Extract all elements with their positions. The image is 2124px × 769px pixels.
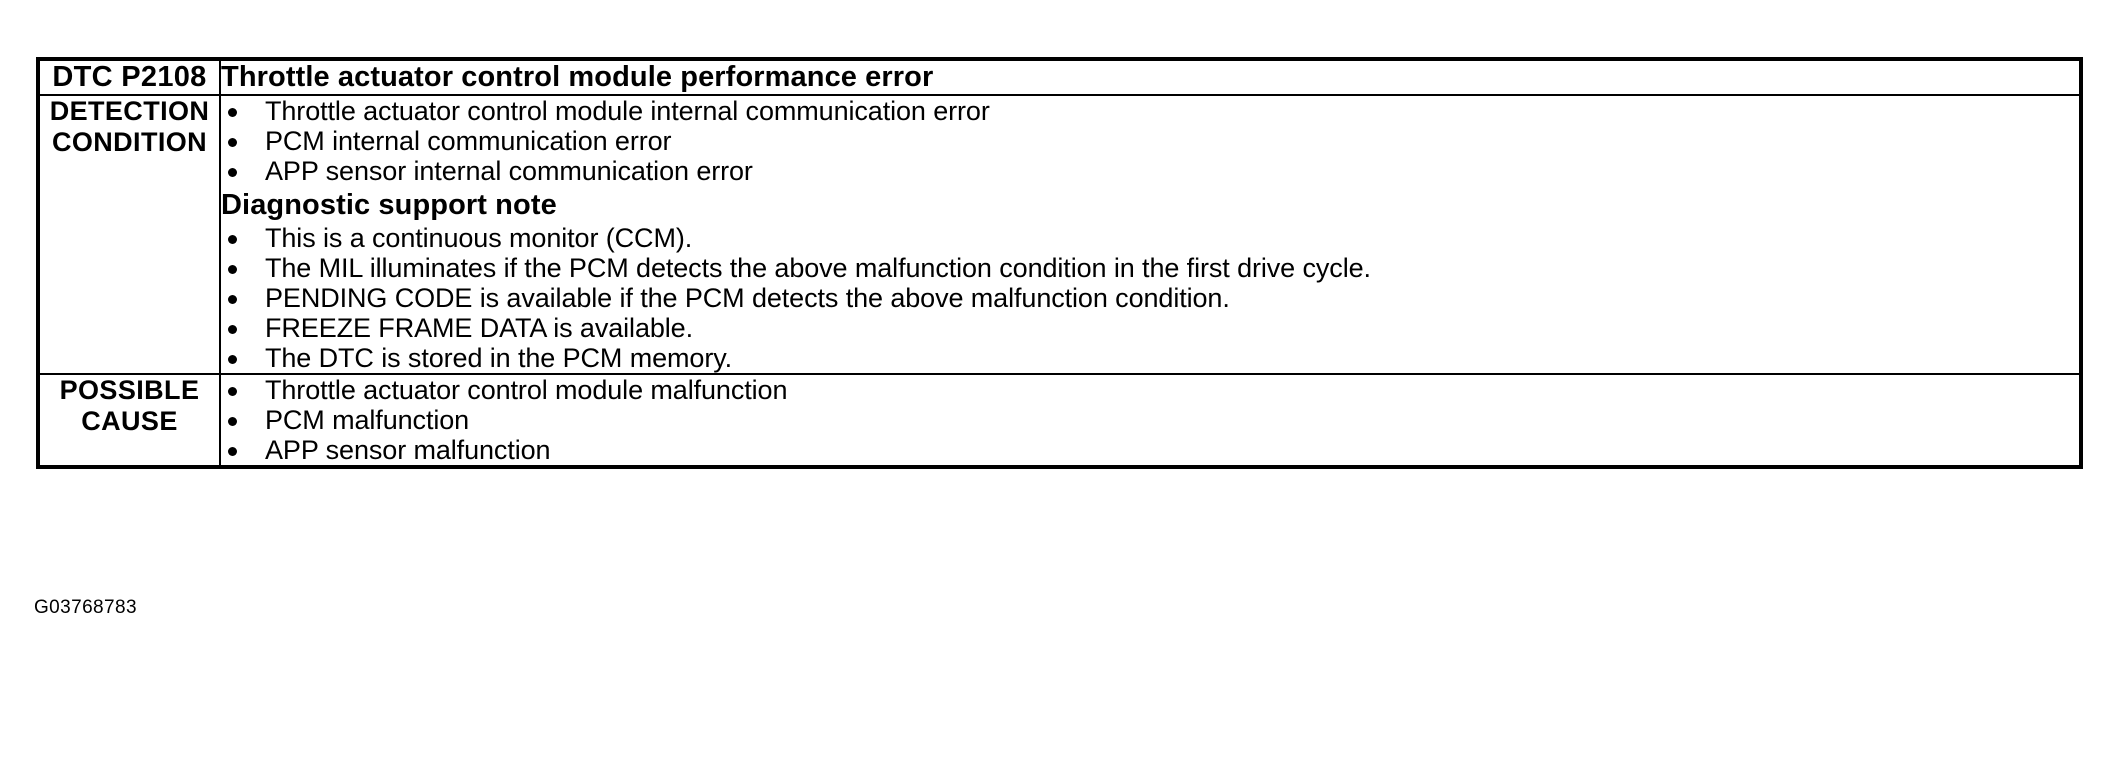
- list-item-text: The DTC is stored in the PCM memory.: [265, 343, 733, 373]
- list-item-text: PENDING CODE is available if the PCM det…: [265, 283, 1230, 313]
- list-item: Throttle actuator control module malfunc…: [221, 375, 2079, 405]
- list-item-text: APP sensor malfunction: [265, 435, 551, 465]
- list-item: PCM malfunction: [221, 405, 2079, 435]
- bullet-dot-icon: [228, 235, 237, 244]
- list-item: The DTC is stored in the PCM memory.: [221, 343, 2079, 373]
- list-item: PENDING CODE is available if the PCM det…: [221, 283, 2079, 313]
- list-item-text: PCM malfunction: [265, 405, 470, 435]
- detection-condition-primary-list: Throttle actuator control module interna…: [221, 96, 2079, 186]
- table-header-row: DTC P2108 Throttle actuator control modu…: [36, 57, 2083, 96]
- dtc-information-table: DTC P2108 Throttle actuator control modu…: [36, 57, 2083, 469]
- list-item: FREEZE FRAME DATA is available.: [221, 313, 2079, 343]
- possible-cause-label-line-2: CAUSE: [81, 406, 178, 437]
- detection-condition-content: Throttle actuator control module interna…: [219, 94, 2083, 375]
- list-item-text: The MIL illuminates if the PCM detects t…: [265, 253, 1371, 283]
- diagnostic-support-note-heading: Diagnostic support note: [221, 189, 557, 221]
- bullet-dot-icon: [228, 108, 237, 117]
- possible-cause-label: POSSIBLE CAUSE: [36, 373, 221, 469]
- detection-condition-label-line-2: CONDITION: [51, 127, 208, 158]
- dtc-description-cell: Throttle actuator control module perform…: [219, 57, 2083, 96]
- dtc-code-cell: DTC P2108: [36, 57, 221, 96]
- detection-condition-secondary-list: This is a continuous monitor (CCM). The …: [221, 223, 2079, 373]
- detection-condition-row: DETECTION CONDITION Throttle actuator co…: [36, 94, 2083, 375]
- possible-cause-label-line-1: POSSIBLE: [59, 375, 200, 405]
- list-item: The MIL illuminates if the PCM detects t…: [221, 253, 2079, 283]
- detection-condition-label: DETECTION CONDITION: [36, 94, 221, 375]
- list-item-text: This is a continuous monitor (CCM).: [265, 223, 693, 253]
- bullet-dot-icon: [228, 325, 237, 334]
- bullet-dot-icon: [228, 295, 237, 304]
- list-item-text: APP sensor internal communication error: [265, 156, 753, 186]
- bullet-dot-icon: [228, 265, 237, 274]
- bullet-dot-icon: [228, 138, 237, 147]
- list-item: PCM internal communication error: [221, 126, 2079, 156]
- figure-reference-code: G03768783: [34, 597, 137, 618]
- list-item: APP sensor internal communication error: [221, 156, 2079, 186]
- detection-condition-label-line-1: DETECTION: [49, 96, 210, 126]
- bullet-dot-icon: [228, 447, 237, 456]
- list-item: This is a continuous monitor (CCM).: [221, 223, 2079, 253]
- list-item-text: PCM internal communication error: [265, 126, 672, 156]
- list-item: APP sensor malfunction: [221, 435, 2079, 465]
- list-item-text: Throttle actuator control module malfunc…: [265, 375, 788, 405]
- possible-cause-content: Throttle actuator control module malfunc…: [219, 373, 2083, 469]
- list-item-text: Throttle actuator control module interna…: [265, 96, 990, 126]
- bullet-dot-icon: [228, 168, 237, 177]
- bullet-dot-icon: [228, 417, 237, 426]
- possible-cause-row: POSSIBLE CAUSE Throttle actuator control…: [36, 373, 2083, 469]
- possible-cause-list: Throttle actuator control module malfunc…: [221, 375, 2079, 465]
- list-item-text: FREEZE FRAME DATA is available.: [265, 313, 694, 343]
- list-item: Throttle actuator control module interna…: [221, 96, 2079, 126]
- bullet-dot-icon: [228, 387, 237, 396]
- bullet-dot-icon: [228, 355, 237, 364]
